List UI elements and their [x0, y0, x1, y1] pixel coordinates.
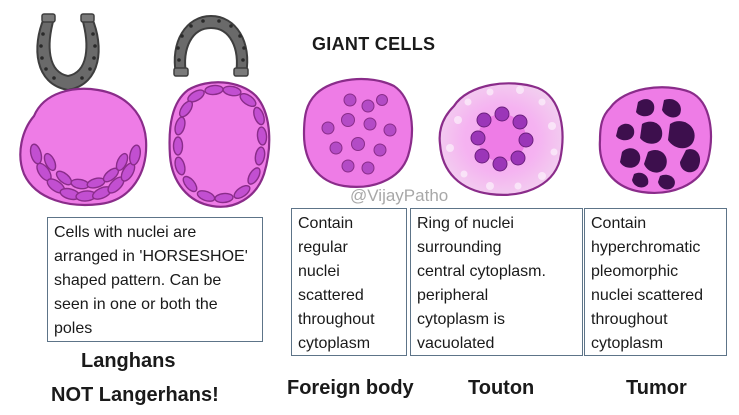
foreign-body-cell — [302, 77, 414, 188]
langhans-note: NOT Langerhans! — [51, 384, 219, 406]
diagram-title: GIANT CELLS — [312, 34, 436, 54]
tumor-label: Tumor — [626, 377, 687, 399]
langhans-cell-both-poles — [168, 81, 271, 208]
foreign-body-description: Contain regular nuclei scattered through… — [291, 208, 407, 356]
tumor-cell — [598, 86, 713, 194]
langhans-description: Cells with nuclei are arranged in 'HORSE… — [47, 217, 263, 342]
horseshoe-icon — [173, 15, 249, 77]
touton-label: Touton — [468, 377, 535, 399]
watermark: @VijayPatho — [350, 186, 449, 205]
touton-description: Ring of nuclei surrounding central cytop… — [410, 208, 583, 356]
tumor-description: Contain hyperchromatic pleomorphic nucle… — [584, 208, 727, 356]
touton-cell — [438, 82, 564, 196]
langhans-cell-bottom-pole — [19, 87, 148, 207]
horseshoe-icon — [36, 13, 100, 91]
langhans-label: Langhans — [81, 350, 176, 372]
foreign-body-label: Foreign body — [287, 377, 414, 399]
